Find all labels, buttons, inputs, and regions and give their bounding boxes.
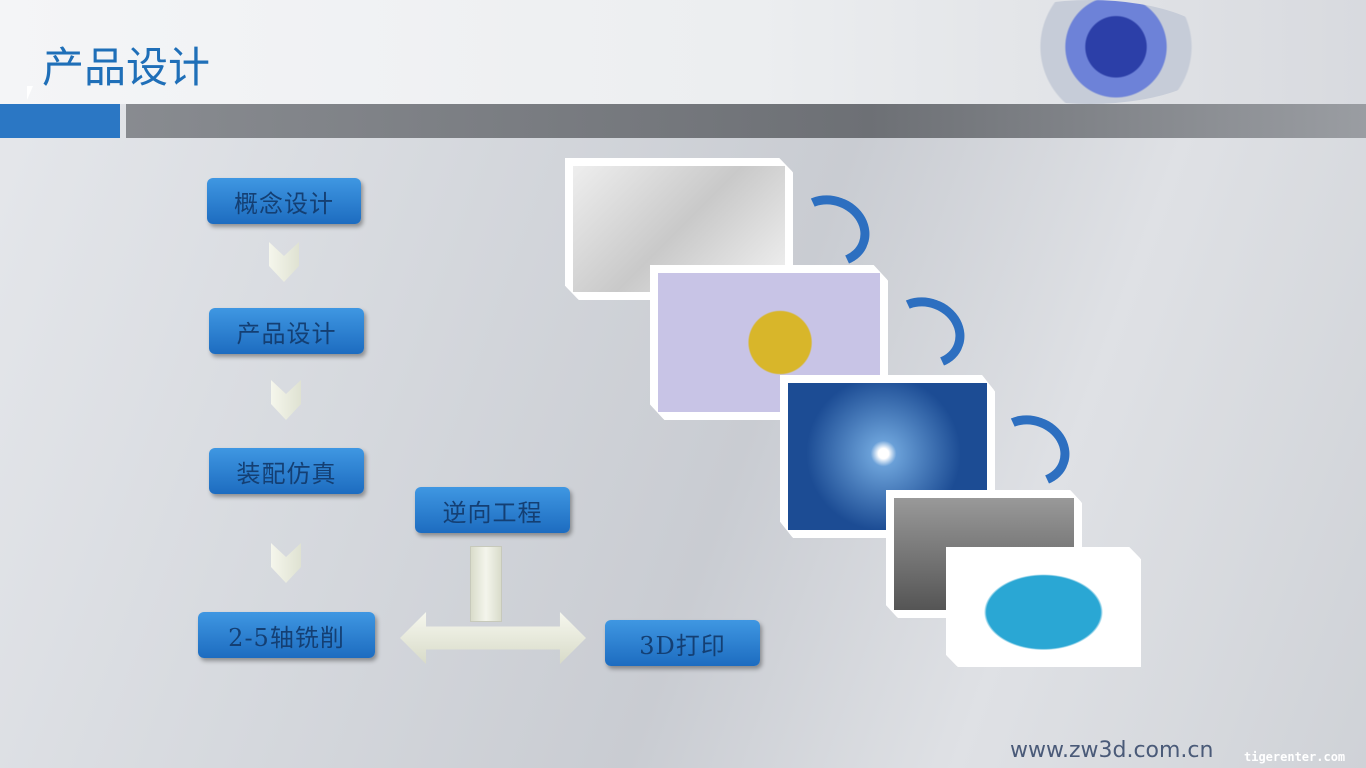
header-accent-bar [0,104,120,138]
step-concept-design: 概念设计 [207,178,361,224]
website-url: www.zw3d.com.cn [1010,738,1214,763]
curved-arrow-icon [875,286,975,380]
step-milling: 2-5轴铣削 [198,612,375,658]
chevron-down-icon [271,543,301,583]
chevron-down-icon [271,380,301,420]
step-3d-printing: 3D打印 [605,620,760,666]
chevron-down-icon [269,242,299,282]
mouse-cursor-icon [27,86,33,100]
mechanical-part-image [960,0,1220,104]
step-product-design: 产品设计 [209,308,364,354]
connector-bar [470,546,502,622]
step-reverse-engineering: 逆向工程 [415,487,570,533]
impeller-image [946,547,1141,667]
slide-title: 产品设计 [42,43,211,92]
step-assembly-simulation: 装配仿真 [209,448,364,494]
curved-arrow-icon [980,404,1080,498]
watermark: tigerenter.com [1244,750,1346,764]
curved-arrow-icon [780,184,880,278]
header-divider-bar [126,104,1366,138]
